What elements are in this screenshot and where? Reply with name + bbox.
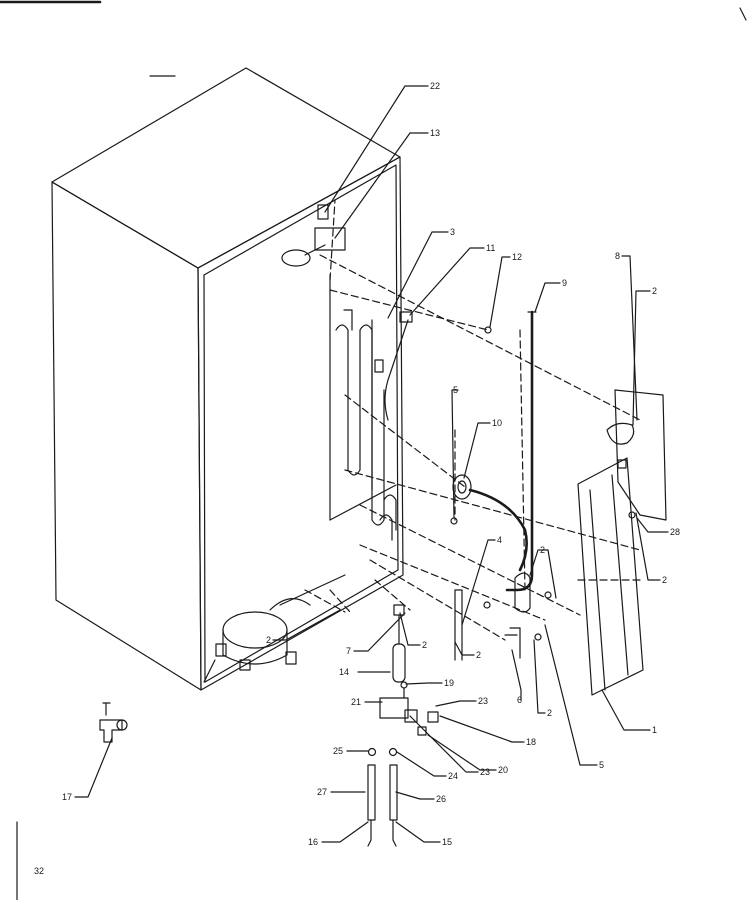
valve-body-14: [392, 643, 406, 683]
callout-18: 18: [526, 737, 536, 747]
callout-28: 28: [670, 527, 680, 537]
callout-24: 24: [448, 771, 458, 781]
cabinet-top-assembly: [281, 204, 346, 267]
callout-9: 9: [562, 278, 567, 288]
screw-5-upper: [450, 517, 458, 525]
tube-fitting: [514, 572, 531, 613]
callout-23-upper: 23: [478, 696, 488, 706]
inlet-tube-left: [367, 747, 377, 847]
callout-25: 25: [333, 746, 343, 756]
callout-16: 16: [308, 837, 318, 847]
fitting-7: [393, 604, 405, 616]
projection-lines: [304, 199, 641, 641]
condenser-coil: [329, 274, 397, 541]
callout-10: 10: [492, 418, 502, 428]
wire-harness: [384, 319, 409, 421]
callout-11: 11: [486, 243, 495, 253]
callout-26: 26: [436, 794, 446, 804]
harness-plug: [374, 359, 384, 373]
callout-2-tube: 2: [540, 545, 545, 555]
callout-2-bracket: 2: [476, 650, 481, 660]
callout-21: 21: [351, 697, 361, 707]
callout-20: 20: [498, 765, 508, 775]
callout-23-lower: 23: [480, 767, 490, 777]
callout-2-panel-top: 2: [652, 286, 657, 296]
inlet-tube-right: [388, 747, 398, 847]
callout-14: 14: [339, 667, 349, 677]
water-valve-assembly: [379, 681, 439, 736]
callout-2-base: 2: [266, 635, 271, 645]
callout-5-upper: 5: [453, 385, 458, 395]
callout-labels: 22 13 3 11 12 9 8 2 5 10 28 4 2 2 2 2 7 …: [62, 81, 680, 847]
harness-connector: [399, 311, 413, 323]
callout-2-cover: 2: [662, 575, 667, 585]
callout-27: 27: [317, 787, 327, 797]
callout-22: 22: [430, 81, 440, 91]
leader-lines: [74, 85, 669, 843]
callout-17: 17: [62, 792, 72, 802]
callout-3: 3: [450, 227, 455, 237]
screw-2-right: [544, 591, 552, 599]
screw-12: [484, 326, 492, 334]
callout-5-lower: 5: [599, 760, 604, 770]
drain-tube: [505, 310, 534, 592]
saddle-valve: [99, 702, 128, 743]
rear-cover-panel: [577, 457, 644, 696]
callout-1: 1: [652, 725, 657, 735]
callout-13: 13: [430, 128, 440, 138]
callout-12: 12: [512, 252, 522, 262]
callout-2-clip: 2: [547, 708, 552, 718]
screw-2-mid: [483, 601, 491, 609]
callout-4: 4: [497, 535, 502, 545]
callout-7: 2: [422, 640, 427, 650]
screw-2-lower: [534, 633, 542, 641]
callout-19: 19: [444, 678, 454, 688]
scan-edge-right: [739, 7, 747, 21]
fan-motor: [452, 474, 528, 572]
refrigerator-cabinet: [51, 67, 404, 691]
compressor: [215, 574, 346, 671]
callout-8: 8: [615, 251, 620, 261]
page-number: 32: [34, 866, 45, 876]
callout-6: 6: [517, 695, 522, 705]
clip: [504, 627, 521, 659]
callout-2-valve: 7: [346, 646, 351, 656]
callout-15: 15: [442, 837, 452, 847]
